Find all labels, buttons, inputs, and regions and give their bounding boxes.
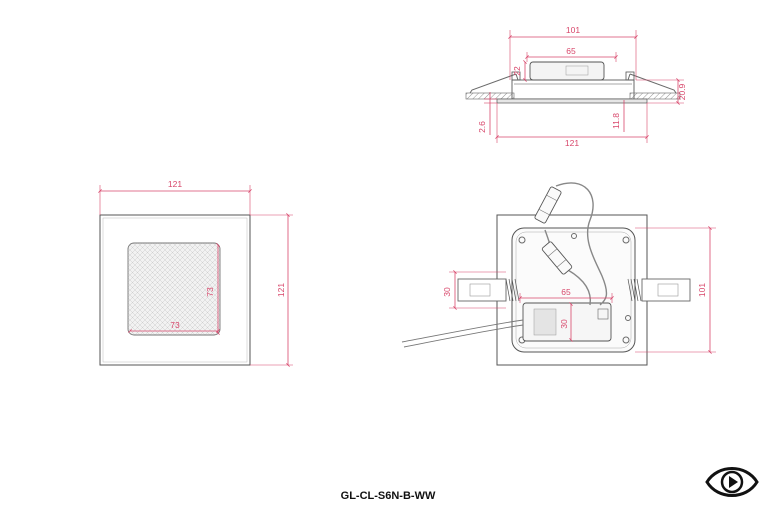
driver-label-back — [533, 308, 557, 336]
power-cable — [403, 324, 524, 348]
back-view: 30 65 30 101 — [401, 182, 716, 366]
dim-housing-height: 101 — [697, 283, 707, 297]
dim-overall-top: 101 — [566, 25, 580, 35]
spring-left-tab — [469, 283, 491, 297]
dim-lens-width: 73 — [170, 320, 180, 330]
dim-driver-width: 65 — [566, 46, 576, 56]
side-view: 101 65 22 20.9 2.6 11.8 121 — [465, 25, 687, 148]
front-frame-inner — [102, 217, 248, 363]
screw — [622, 336, 630, 344]
dim-front-height: 121 — [276, 283, 286, 297]
flange — [496, 98, 648, 104]
spring-clip-right — [627, 73, 677, 94]
screw — [622, 236, 630, 244]
spring-right — [641, 278, 691, 302]
clip-left-block — [511, 71, 521, 81]
spring-right-coil — [627, 278, 642, 302]
clip-right-block — [625, 71, 635, 81]
front-view: 121 121 73 73 — [98, 179, 293, 367]
dim-body-depth: 11.8 — [611, 113, 621, 129]
dim-driver-height: 22 — [512, 66, 522, 76]
spring-right-tab — [657, 283, 679, 297]
ceiling-right — [629, 92, 681, 100]
spring-left-coil — [505, 278, 520, 302]
dim-driver-height-back: 30 — [559, 319, 569, 329]
connector-wire — [567, 269, 592, 306]
screw — [571, 233, 577, 239]
screw — [518, 236, 526, 244]
dim-flange: 2.6 — [477, 121, 487, 133]
driver-label — [565, 65, 589, 76]
dim-front-width: 121 — [168, 179, 182, 189]
product-code: GL-CL-S6N-B-WW — [341, 490, 436, 502]
dim-lens-height: 73 — [205, 287, 215, 297]
dim-spring-height: 30 — [442, 287, 452, 297]
spring-clip-left — [469, 73, 519, 94]
driver-box-side — [529, 61, 605, 81]
wire-connector-top — [534, 186, 562, 224]
dim-total-height: 20.9 — [677, 83, 687, 100]
power-cable — [401, 319, 524, 343]
screw — [625, 315, 631, 321]
housing-back-inner — [515, 231, 632, 349]
dim-driver-width-back: 65 — [561, 287, 571, 297]
spring-left — [457, 278, 507, 302]
eye-icon — [705, 467, 759, 497]
housing-body — [511, 79, 635, 100]
wire-connector-bottom — [541, 241, 573, 275]
lens — [127, 242, 221, 336]
driver-terminal — [597, 308, 609, 320]
connector-wire — [555, 182, 608, 306]
dim-overall-bottom: 121 — [565, 138, 579, 148]
